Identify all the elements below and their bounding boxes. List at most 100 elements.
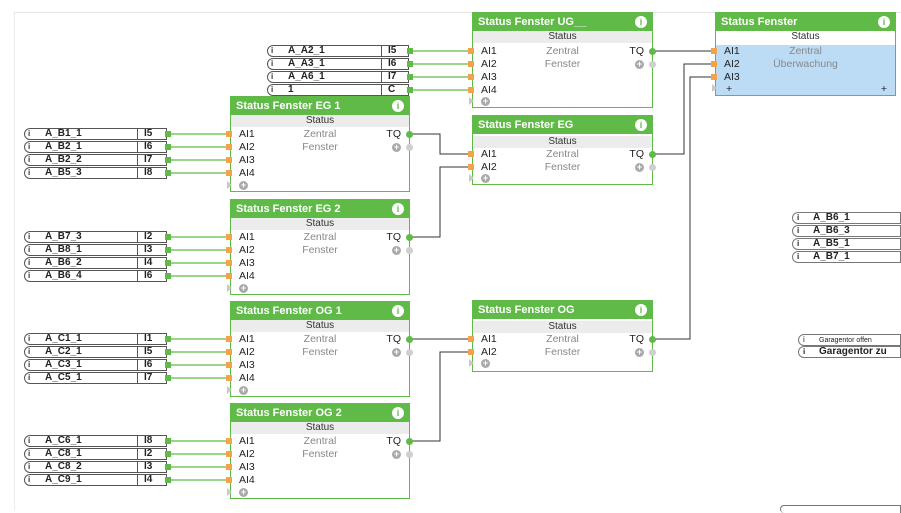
info-icon[interactable]: i [878,16,890,28]
block-title[interactable]: Status Fenster EG 2 [231,200,409,218]
block-title[interactable]: Status Fenster OG [473,301,652,319]
output-pin[interactable] [649,336,656,343]
wire-eg2-eg [412,166,474,238]
add-icon[interactable]: + [392,245,401,255]
ref-label-partial[interactable] [780,505,901,513]
add-icon[interactable]: + [635,347,644,357]
output-pin[interactable] [649,151,656,158]
output-pin[interactable] [406,438,413,445]
add-icon[interactable]: + [392,142,401,152]
add-input-icon[interactable]: + [481,96,490,106]
add-icon[interactable]: + [635,162,644,172]
wire-eg1-eg [412,133,474,155]
block-title[interactable]: Status Fenster OG 1 [231,302,409,320]
info-icon[interactable]: i [392,407,404,419]
block-title[interactable]: Status Fenster [716,13,895,31]
add-input-icon[interactable]: + [481,358,490,368]
output-pin[interactable] [406,131,413,138]
block-title[interactable]: Status Fenster UG__ [473,13,652,31]
add-icon[interactable]: + [392,449,401,459]
block-status: Status [716,31,895,43]
block-wires [412,50,716,442]
block-title[interactable]: Status Fenster OG 2 [231,404,409,422]
info-icon: i [271,85,274,94]
block-title[interactable]: Status Fenster EG [473,116,652,134]
block-status: Status [231,218,409,230]
wire-eg-main [655,63,716,155]
info-icon: i [271,72,274,81]
info-icon: i [271,59,274,68]
add-input-icon[interactable]: + [239,385,248,395]
block-row: AI3 [468,71,652,84]
canvas-border-top [14,12,901,13]
info-icon[interactable]: i [635,119,647,131]
block-status: Status [473,321,652,333]
info-icon[interactable]: i [392,203,404,215]
block-title[interactable]: Status Fenster EG 1 [231,97,409,115]
wire-og2-og [412,351,474,442]
add-input-icon[interactable]: + [481,173,490,183]
add-input-icon[interactable]: + [239,487,248,497]
block-status: Status [231,115,409,127]
add-output-icon[interactable]: + [880,83,887,95]
block-row: AI4 [468,84,652,97]
block-status: Status [473,31,652,43]
ref-wires [171,50,474,481]
info-icon[interactable]: i [392,100,404,112]
info-icon[interactable]: i [392,305,404,317]
block-status: Status [473,136,652,148]
output-pin[interactable] [406,234,413,241]
add-input-icon[interactable]: + [726,83,733,95]
add-input-icon[interactable]: + [239,283,248,293]
add-input-icon[interactable]: + [239,180,248,190]
info-icon[interactable]: i [635,16,647,28]
canvas-border-left [14,12,15,510]
block-status: Status [231,320,409,332]
output-pin[interactable] [649,48,656,55]
info-icon: i [271,46,274,55]
output-pin[interactable] [406,336,413,343]
add-icon[interactable]: + [635,59,644,69]
add-icon[interactable]: + [392,347,401,357]
block-status: Status [231,422,409,434]
info-icon[interactable]: i [635,304,647,316]
